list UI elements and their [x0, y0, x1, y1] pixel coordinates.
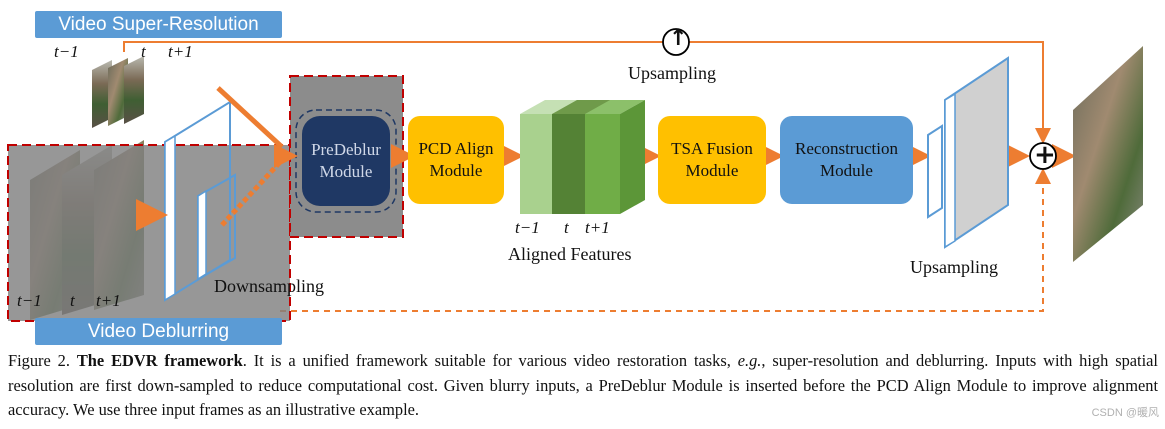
caption-text-1: . It is a unified framework suitable for…	[242, 351, 738, 370]
deblur-frame-label-cur: t	[70, 291, 75, 310]
watermark: CSDN @暖风	[1091, 407, 1159, 419]
sr-frame-label-cur: t	[141, 42, 146, 61]
caption-text-2: , super-resolution and deblurring. Input…	[8, 351, 1158, 419]
sr-frame-label-next: t+1	[168, 42, 193, 61]
tsa-fusion-module: TSA Fusion Module	[658, 116, 766, 204]
deblur-frame-label-prev: t−1	[17, 291, 42, 310]
bottom-skip-line	[280, 168, 1051, 312]
downsampling-label: Downsampling	[214, 276, 324, 296]
upsample-block-small	[927, 124, 943, 219]
pcd-align-module: PCD Align Module	[408, 116, 504, 204]
output-frame	[1073, 46, 1143, 262]
aligned-features-label: Aligned Features	[508, 244, 632, 264]
plus-icon: +	[1034, 140, 1056, 170]
caption-figure-number: Figure 2.	[8, 351, 70, 370]
sr-input-frames	[92, 56, 144, 128]
caption-title: The EDVR framework	[76, 351, 243, 370]
figure-caption: Figure 2. The EDVR framework. It is a un…	[8, 349, 1158, 423]
feature-label-prev: t−1	[515, 218, 540, 237]
deblur-frame-label-next: t+1	[96, 291, 121, 310]
up-arrow-icon: ↑	[669, 26, 688, 51]
sum-circle	[1029, 142, 1057, 170]
top-skip-line	[123, 41, 1051, 144]
aligned-features-blocks	[520, 100, 645, 214]
predeblur-module: PreDeblur Module	[302, 116, 390, 206]
feature-label-next: t+1	[585, 218, 610, 237]
sr-tag: Video Super-Resolution	[35, 11, 282, 38]
upsampling-top-label: Upsampling	[628, 63, 716, 83]
deblur-tag: Video Deblurring	[35, 318, 282, 345]
caption-eg: e.g.	[737, 351, 762, 370]
upsampling-right-label: Upsampling	[910, 257, 998, 277]
sr-frame-label-prev: t−1	[54, 42, 79, 61]
reconstruction-module: Reconstruction Module	[780, 116, 913, 204]
deblur-overlay	[8, 145, 290, 321]
upsampling-circle	[662, 28, 690, 56]
feature-label-cur: t	[564, 218, 569, 237]
